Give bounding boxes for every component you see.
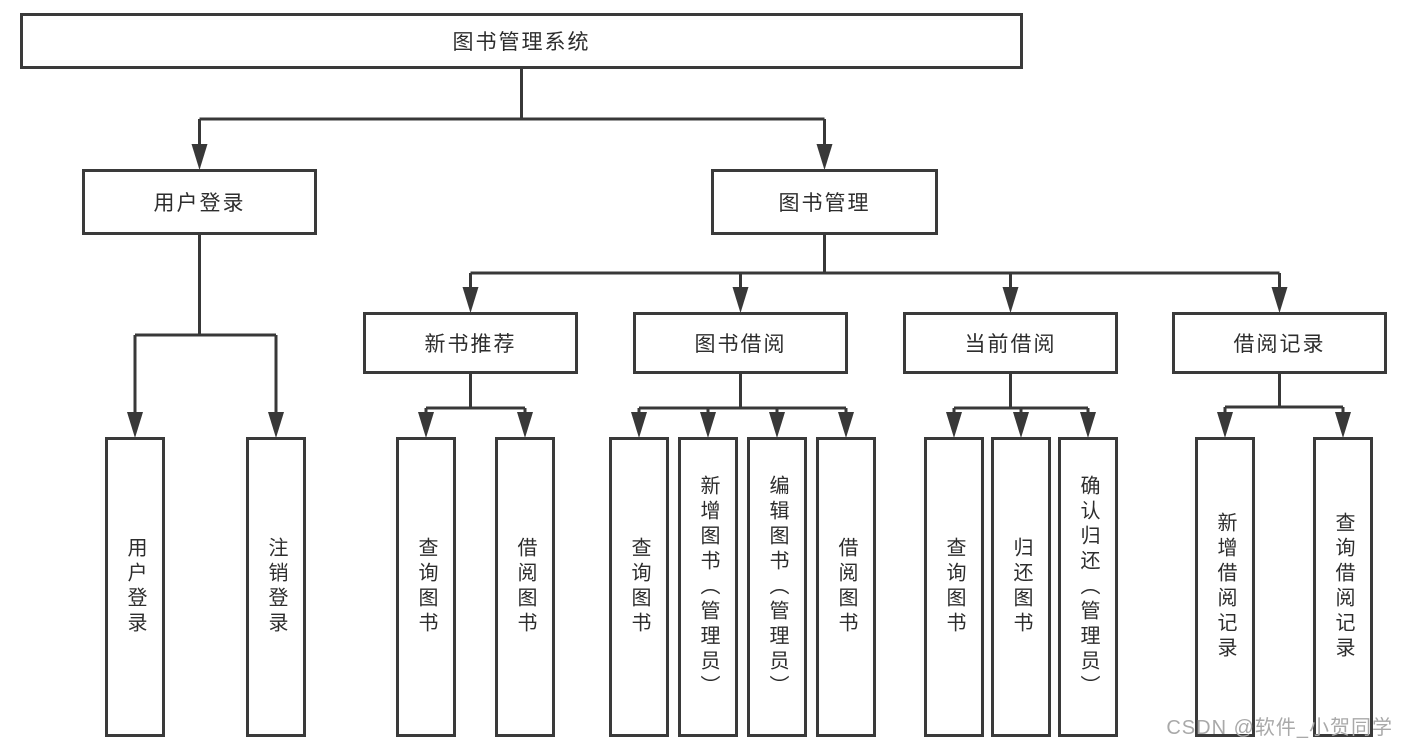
node-label-new-book-rec: 新书推荐 bbox=[424, 333, 517, 356]
arrowhead-icon bbox=[631, 412, 647, 438]
node-label-book-mgmt: 图书管理 bbox=[778, 192, 871, 215]
node-leaf-query-borrow-record: 查询借阅记录 bbox=[1313, 437, 1373, 737]
node-label-user-login: 用户登录 bbox=[153, 192, 246, 215]
node-label-leaf-borrow-book-2: 借阅图书 bbox=[835, 537, 857, 637]
arrowhead-icon bbox=[732, 287, 749, 313]
arrowhead-icon bbox=[127, 412, 143, 438]
connector-root bbox=[191, 69, 833, 170]
connector-current-borrow bbox=[946, 374, 1096, 438]
node-leaf-edit-book: 编辑图书（管理员） bbox=[747, 437, 807, 737]
node-leaf-user-login: 用户登录 bbox=[105, 437, 165, 737]
node-label-borrow-records: 借阅记录 bbox=[1233, 333, 1326, 356]
arrowhead-icon bbox=[268, 412, 284, 438]
connector-user-login bbox=[127, 235, 284, 438]
watermark: CSDN @软件_小贺同学 bbox=[1166, 717, 1393, 739]
node-label-leaf-user-login: 用户登录 bbox=[124, 537, 146, 637]
node-label-current-borrow: 当前借阅 bbox=[964, 333, 1057, 356]
node-leaf-add-borrow-record: 新增借阅记录 bbox=[1195, 437, 1255, 737]
node-leaf-query-book-1: 查询图书 bbox=[396, 437, 456, 737]
node-label-leaf-add-book: 新增图书（管理员） bbox=[697, 474, 719, 700]
node-label-leaf-query-borrow-record: 查询借阅记录 bbox=[1332, 512, 1354, 662]
arrowhead-icon bbox=[1013, 412, 1029, 438]
node-leaf-return-book: 归还图书 bbox=[991, 437, 1051, 737]
node-new-book-rec: 新书推荐 bbox=[363, 312, 578, 374]
node-label-leaf-query-book-2: 查询图书 bbox=[628, 537, 650, 637]
node-label-leaf-query-book-3: 查询图书 bbox=[943, 537, 965, 637]
node-borrow-records: 借阅记录 bbox=[1172, 312, 1387, 374]
node-label-leaf-query-book-1: 查询图书 bbox=[415, 537, 437, 637]
node-label-book-borrow: 图书借阅 bbox=[694, 333, 787, 356]
arrowhead-icon bbox=[769, 412, 785, 438]
node-book-borrow: 图书借阅 bbox=[633, 312, 848, 374]
node-leaf-query-book-2: 查询图书 bbox=[609, 437, 669, 737]
arrowhead-icon bbox=[1335, 412, 1351, 438]
node-leaf-borrow-book-1: 借阅图书 bbox=[495, 437, 555, 737]
node-leaf-query-book-3: 查询图书 bbox=[924, 437, 984, 737]
arrowhead-icon bbox=[1217, 412, 1233, 438]
node-label-leaf-edit-book: 编辑图书（管理员） bbox=[766, 474, 788, 700]
node-label-leaf-add-borrow-record: 新增借阅记录 bbox=[1214, 512, 1236, 662]
node-book-mgmt: 图书管理 bbox=[711, 169, 938, 235]
node-label-leaf-confirm-return: 确认归还（管理员） bbox=[1077, 474, 1099, 700]
node-leaf-confirm-return: 确认归还（管理员） bbox=[1058, 437, 1118, 737]
node-root: 图书管理系统 bbox=[20, 13, 1023, 69]
arrowhead-icon bbox=[1080, 412, 1096, 438]
arrowhead-icon bbox=[700, 412, 716, 438]
arrowhead-icon bbox=[191, 144, 208, 170]
node-current-borrow: 当前借阅 bbox=[903, 312, 1118, 374]
arrowhead-icon bbox=[418, 412, 434, 438]
arrowhead-icon bbox=[816, 144, 833, 170]
arrowhead-icon bbox=[1002, 287, 1019, 313]
connector-new-book-rec bbox=[418, 374, 533, 438]
node-leaf-add-book: 新增图书（管理员） bbox=[678, 437, 738, 737]
arrowhead-icon bbox=[838, 412, 854, 438]
node-leaf-borrow-book-2: 借阅图书 bbox=[816, 437, 876, 737]
arrowhead-icon bbox=[517, 412, 533, 438]
node-user-login: 用户登录 bbox=[82, 169, 317, 235]
node-leaf-logout: 注销登录 bbox=[246, 437, 306, 737]
arrowhead-icon bbox=[1271, 287, 1288, 313]
node-label-leaf-logout: 注销登录 bbox=[265, 537, 287, 637]
node-label-root: 图书管理系统 bbox=[452, 31, 591, 54]
arrowhead-icon bbox=[946, 412, 962, 438]
node-label-leaf-return-book: 归还图书 bbox=[1010, 537, 1032, 637]
connector-borrow-records bbox=[1217, 374, 1351, 438]
connector-book-mgmt bbox=[462, 235, 1288, 313]
connector-book-borrow bbox=[631, 374, 854, 438]
node-label-leaf-borrow-book-1: 借阅图书 bbox=[514, 537, 536, 637]
arrowhead-icon bbox=[462, 287, 479, 313]
